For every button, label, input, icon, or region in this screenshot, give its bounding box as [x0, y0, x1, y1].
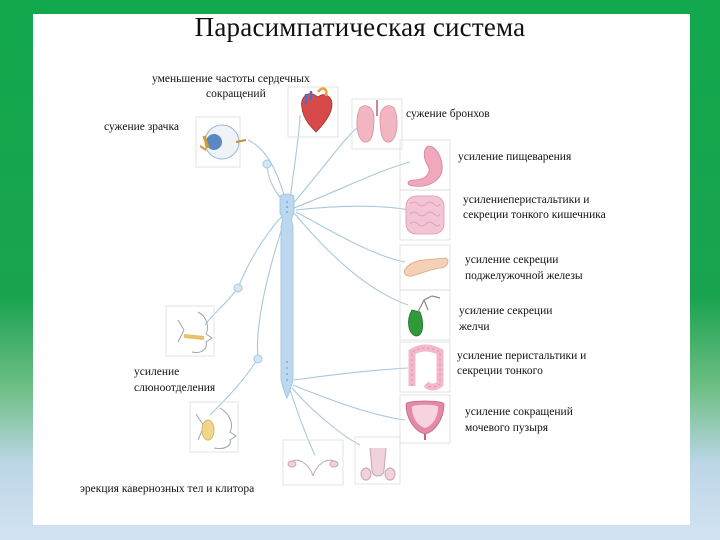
face-profile-icon-2 [195, 407, 237, 449]
nerve-heart [289, 114, 301, 201]
label-intestine-line2: секреции тонкого кишечника [463, 209, 606, 221]
label-pancreas-line1: усиление секреции [465, 254, 559, 266]
nerve-genital-f [289, 389, 316, 456]
label-heart-line2: сокращений [206, 88, 266, 100]
nerve-stomach [293, 161, 411, 209]
eye-icon [199, 124, 247, 160]
nerve-bladder [292, 384, 406, 421]
pancreas-icon [403, 257, 449, 277]
label-colon-line1: усиление перистальтики и [457, 350, 587, 362]
heart-icon [301, 87, 333, 133]
label-colon-line2: секреции тонкого [457, 365, 543, 377]
spinal-cord [279, 193, 295, 399]
face-profile-icon [177, 311, 213, 353]
nerve-gallbladder [294, 213, 409, 306]
label-salivation-line2: слюноотделения [134, 382, 216, 394]
frame-colon [399, 341, 451, 393]
frame-genital-m [354, 436, 401, 485]
frame-genital-f [282, 439, 344, 486]
frame-intestine [399, 189, 451, 241]
male-genital-icon [360, 447, 396, 481]
nerve-genital-m [291, 387, 361, 446]
ganglion-pterygopalatine [233, 283, 243, 293]
lungs-icon [356, 100, 398, 143]
frame-bladder [399, 394, 451, 444]
female-genital-icon [287, 459, 339, 477]
frame-heart [287, 86, 339, 138]
nerve-colon [293, 367, 409, 381]
stomach-icon [407, 145, 443, 187]
label-bile-line1: усиление секреции [459, 305, 553, 317]
label-erection: эрекция кавернозных тел и клитора [80, 483, 255, 495]
label-bladder-line1: усиление сокращений [465, 406, 573, 418]
frame-face-2 [189, 401, 239, 453]
label-bile-line2: желчи [459, 321, 490, 333]
label-bladder-line2: мочевого пузыря [465, 422, 548, 434]
nerve-salivary-2 [209, 224, 284, 416]
colon-icon [408, 344, 444, 391]
small-intestine-icon [405, 195, 445, 235]
ganglion-ciliary [262, 159, 272, 169]
nerve-pancreas [295, 211, 406, 263]
label-pancreas-line2: поджелужочной железы [465, 270, 583, 282]
frame-face-1 [165, 305, 215, 357]
label-intestine-line1: усилениеперистальтики и [463, 194, 590, 206]
label-salivation-line1: усиление [134, 366, 180, 378]
frame-gallbladder [399, 289, 451, 341]
nerve-salivary-1 [204, 214, 284, 326]
nerve-intestine [295, 205, 411, 211]
nerve-lines [204, 114, 411, 456]
ganglia [233, 159, 272, 364]
frame-lungs [351, 98, 403, 150]
gallbladder-icon [408, 295, 441, 337]
label-bronchi: сужение бронхов [406, 108, 490, 120]
bladder-icon [405, 400, 445, 440]
label-pupil: сужение зрачка [104, 121, 179, 133]
label-digestion: усиление пищеварения [458, 151, 572, 163]
page-title: Парасимпатическая система [194, 12, 526, 42]
ganglion-otic [253, 354, 263, 364]
spine-shape [279, 193, 295, 399]
label-heart-line1: уменьшение частоты сердечных [152, 73, 310, 85]
